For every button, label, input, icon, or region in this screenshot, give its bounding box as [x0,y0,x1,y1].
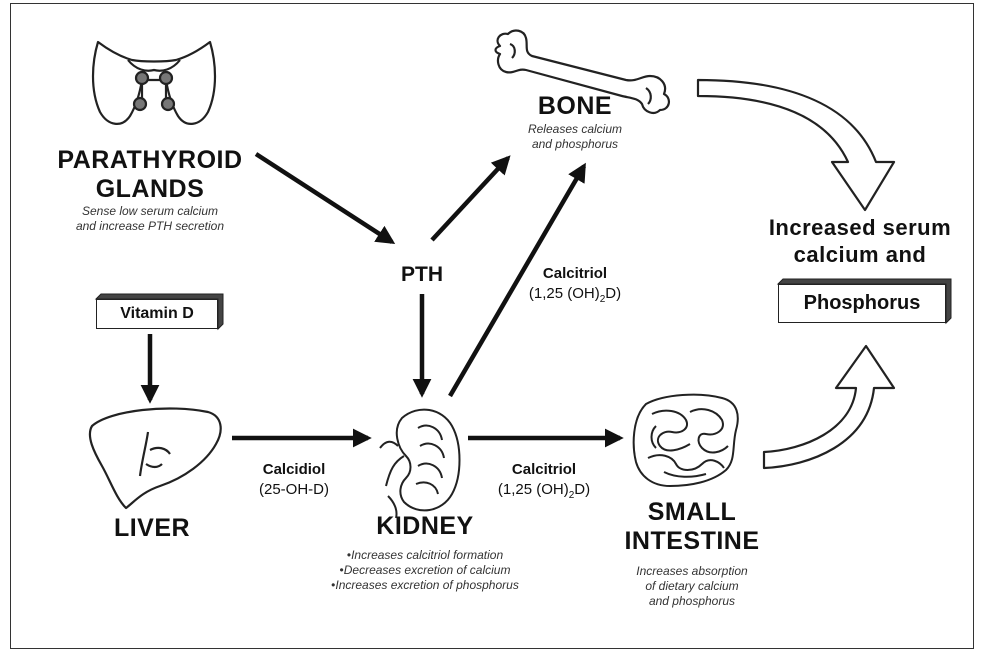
bone-note-line2: and phosphorus [505,137,645,152]
outcome-text: Increased serum calcium and [760,214,960,268]
liver-icon [90,408,221,508]
phosphorus-box: Phosphorus [778,284,946,323]
small-intestine-note: Increases absorption of dietary calcium … [612,564,772,609]
calcitriol-intestine-formula-post: D) [574,481,590,498]
parathyroid-glands-icon [93,42,215,124]
parathyroid-note: Sense low serum calcium and increase PTH… [30,204,270,234]
kidney-effect-2: Decreases excretion of calcium [300,563,550,578]
small-intestine-note-line2: of dietary calcium [612,579,772,594]
liver-title: LIVER [92,514,212,543]
calcitriol-intestine-formula: (1,25 (OH)2D) [484,480,604,506]
pth-label: PTH [382,262,462,287]
small-intestine-icon [634,395,738,486]
calcitriol-bone-name: Calcitriol [520,264,630,284]
bone-note: Releases calcium and phosphorus [505,122,645,152]
parathyroid-title: PARATHYROID GLANDS [40,146,260,204]
calcitriol-bone-formula-pre: (1,25 (OH) [529,285,600,302]
calcitriol-intestine-name: Calcitriol [484,460,604,480]
hollow-arrow-bone-to-serum [698,80,894,210]
kidney-effect-3: Increases excretion of phosphorus [300,578,550,593]
parathyroid-note-line1: Sense low serum calcium [30,204,270,219]
kidney-effects-list: Increases calcitriol formation Decreases… [300,548,550,593]
calcidiol-label: Calcidiol (25-OH-D) [234,460,354,500]
parathyroid-title-line1: PARATHYROID [40,146,260,175]
kidney-effect-1: Increases calcitriol formation [300,548,550,563]
calcitriol-bone-formula-post: D) [605,285,621,302]
vitamin-d-box: Vitamin D [96,299,218,329]
hollow-arrows [698,80,894,468]
calcitriol-bone-label: Calcitriol (1,25 (OH)2D) [520,264,630,310]
small-intestine-title: SMALL INTESTINE [612,498,772,556]
calcitriol-intestine-label: Calcitriol (1,25 (OH)2D) [484,460,604,506]
kidney-icon [380,410,460,518]
small-intestine-note-line3: and phosphorus [612,594,772,609]
parathyroid-title-line2: GLANDS [40,175,260,204]
kidney-title: KIDNEY [360,512,490,541]
calcitriol-bone-formula: (1,25 (OH)2D) [520,284,630,310]
calcitriol-intestine-formula-pre: (1,25 (OH) [498,481,569,498]
bone-note-line1: Releases calcium [505,122,645,137]
calcidiol-formula: (25-OH-D) [234,480,354,500]
kidney-effects: Increases calcitriol formation Decreases… [300,548,550,593]
outcome-line2: calcium and [760,241,960,268]
bone-title: BONE [510,92,640,121]
parathyroid-note-line2: and increase PTH secretion [30,219,270,234]
arrow-parathyroid-to-pth [256,154,392,242]
calcidiol-name: Calcidiol [234,460,354,480]
small-intestine-title-line2: INTESTINE [612,527,772,556]
hollow-arrow-intestine-to-serum [764,346,894,468]
outcome-line1: Increased serum [760,214,960,241]
small-intestine-title-line1: SMALL [612,498,772,527]
small-intestine-note-line1: Increases absorption [612,564,772,579]
arrow-pth-to-bone [432,158,508,240]
